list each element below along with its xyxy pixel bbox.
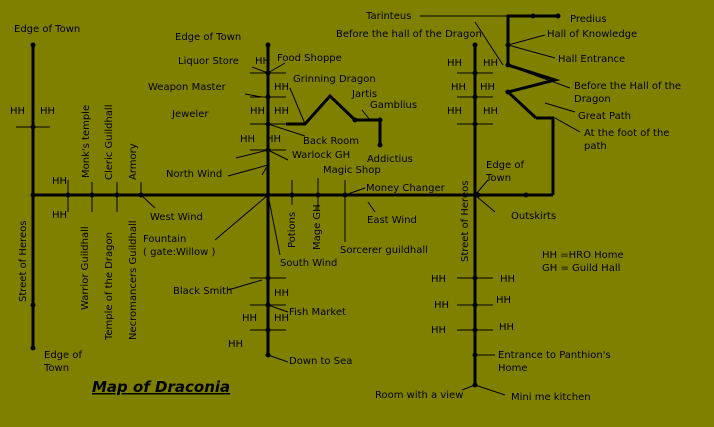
label-armory: Armory	[128, 143, 139, 180]
label-magic-shop: Magic Shop	[323, 165, 381, 176]
label-food-shoppe: Food Shoppe	[277, 53, 342, 64]
legend-gh: GH = Guild Hall	[542, 263, 620, 274]
hh-marker: HH	[447, 58, 462, 69]
hh-marker: HH	[434, 300, 449, 311]
hh-marker: HH	[431, 274, 446, 285]
label-warrior-guildhall: Warrior Guildhall	[80, 226, 91, 310]
label-cleric-guildhall: Cleric Guildhall	[104, 105, 115, 181]
east-street	[457, 42, 506, 396]
label-gamblius: Gamblius	[370, 100, 417, 111]
label-back-room: Back Room	[303, 136, 359, 147]
label-tarinteus: Tarinteus	[365, 11, 411, 22]
label-before-hall-dragon-top: Before the hall of the Dragon	[336, 29, 482, 40]
hh-marker: HH	[228, 339, 243, 350]
hh-marker: HH	[274, 106, 289, 117]
hh-marker: HH	[242, 313, 257, 324]
hh-marker: HH	[447, 106, 462, 117]
label-sorcerer-guildhall: Sorcerer guildhall	[340, 245, 428, 256]
label-south-wind: South Wind	[280, 258, 337, 269]
label-street-of-hereos-east: Street of Hereos	[460, 181, 471, 262]
label-hall-of-knowledge: Hall of Knowledge	[547, 29, 637, 40]
hh-marker: HH	[240, 134, 255, 145]
label-temple-of-the-dragon: Temple of the Dragon	[104, 232, 115, 341]
hh-marker: HH	[274, 288, 289, 299]
label-east-wind: East Wind	[367, 215, 417, 226]
label-down-to-sea: Down to Sea	[289, 356, 352, 367]
hall-of-dragon	[420, 13, 581, 133]
label-street-of-hereos-west: Street of Hereos	[18, 221, 29, 302]
label-jeweler: Jeweler	[171, 109, 209, 120]
central-street	[214, 42, 306, 363]
label-fountain: Fountain( gate:Willow )	[143, 234, 215, 258]
hh-marker: HH	[483, 106, 498, 117]
hh-marker: HH	[10, 106, 25, 117]
map-title: Map of Draconia	[92, 378, 230, 396]
label-north-wind: North Wind	[166, 169, 222, 180]
hh-marker: HH	[500, 274, 515, 285]
label-fish-market: Fish Market	[289, 307, 346, 318]
label-jartis: Jartis	[351, 89, 377, 100]
label-liquor-store: Liquor Store	[178, 56, 239, 67]
hh-marker: HH	[274, 82, 289, 93]
hh-marker: HH	[52, 176, 67, 187]
back-room-path	[286, 87, 383, 148]
hh-marker: HH	[496, 295, 511, 306]
label-black-smith: Black Smith	[173, 286, 232, 297]
legend-hh: HH =HRO Home	[542, 250, 624, 261]
hh-marker: HH	[431, 325, 446, 336]
hh-marker: HH	[451, 82, 466, 93]
hh-marker: HH	[266, 134, 281, 145]
label-edge-of-town-nw: Edge of Town	[14, 24, 80, 35]
label-mini-me-kitchen: Mini me kitchen	[511, 392, 591, 403]
hh-marker: HH	[255, 56, 270, 67]
label-weapon-master: Weapon Master	[148, 82, 227, 93]
label-predius: Predius	[570, 14, 607, 25]
hh-marker: HH	[499, 322, 514, 333]
label-west-wind: West Wind	[150, 212, 203, 223]
label-money-changer: Money Changer	[366, 183, 446, 194]
hh-markers: HH HH HH HH HH HH HH HH HH HH HH HH HH H…	[10, 56, 515, 350]
label-grinning-dragon: Grinning Dragon	[293, 74, 376, 85]
label-addictius: Addictius	[367, 154, 413, 165]
label-outskirts: Outskirts	[511, 211, 556, 222]
label-potions: Potions	[287, 212, 298, 248]
label-necromancers-guildhall: Necromancers Guildhall	[128, 220, 139, 340]
hh-marker: HH	[274, 313, 289, 324]
hh-marker: HH	[250, 106, 265, 117]
label-room-with-view: Room with a view	[375, 390, 463, 401]
hh-marker: HH	[52, 210, 67, 221]
hh-marker: HH	[40, 106, 55, 117]
label-monks-temple: Monk's temple	[81, 105, 92, 178]
hh-marker: HH	[480, 82, 495, 93]
hh-marker: HH	[483, 58, 498, 69]
label-great-path: Great Path	[578, 111, 631, 122]
label-edge-of-town-center: Edge of Town	[175, 32, 241, 43]
label-hall-entrance: Hall Entrance	[558, 54, 625, 65]
label-warlock-gh: Warlock GH	[292, 150, 350, 161]
label-mage-gh: Mage GH	[312, 204, 323, 250]
